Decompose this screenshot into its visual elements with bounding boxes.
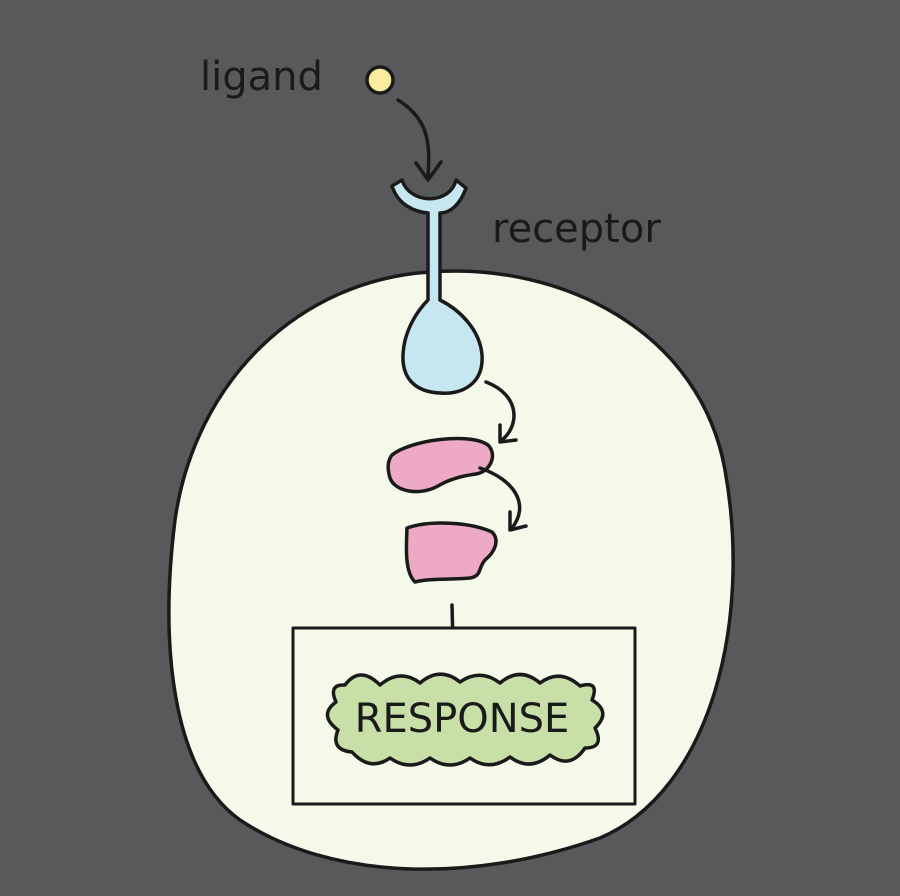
ligand-molecule [365,65,395,95]
response-label: RESPONSE [355,696,570,742]
receptor [390,178,484,395]
arrow-relay1-to-relay2 [478,466,522,530]
arrow-receptor-to-relay1 [484,380,516,442]
ligand-label: ligand [200,54,323,100]
arrow-ligand-to-receptor [396,98,431,180]
relay-protein-2 [404,521,498,584]
receptor-label: receptor [492,206,661,252]
relay-protein-1 [386,436,495,494]
response-burst [325,672,605,767]
